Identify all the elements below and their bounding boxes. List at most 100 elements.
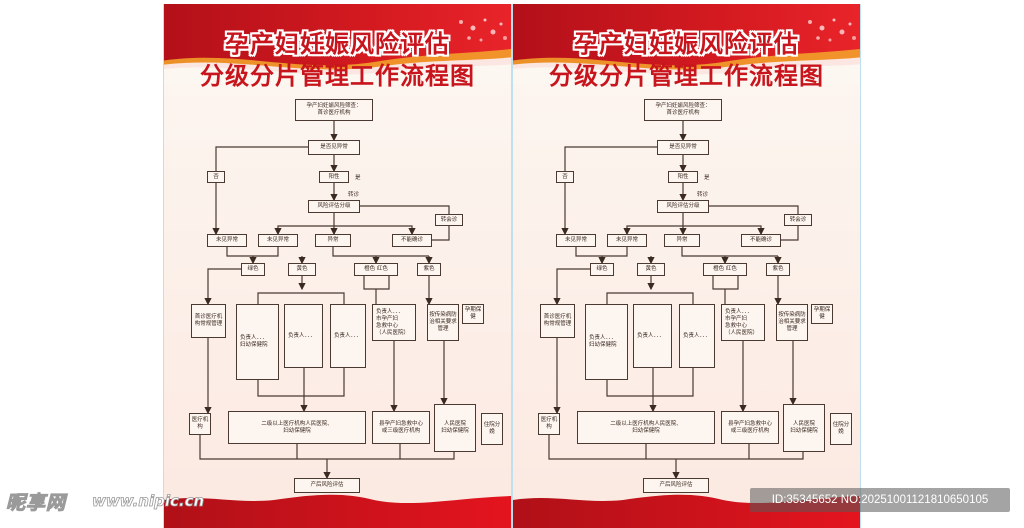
node-delivery-triage: 住院分娩 [481, 413, 503, 445]
node-secondary-hospitals: 二级以上医疗机构人民医院、 妇幼保健院 [577, 411, 715, 444]
node-resp-maternal: 负责人．．． 妇幼保健院 [585, 304, 628, 380]
node-screening: 孕产妇妊娠风险筛查： 首诊医疗机构 [295, 99, 373, 121]
node-postpartum: 产后风险评估 [294, 478, 360, 493]
node-people-hospital: 人民医院 妇幼保健院 [783, 404, 825, 452]
banner-wave [164, 49, 511, 84]
connector-18 [257, 292, 345, 304]
node-abnormal: 异常 [664, 234, 700, 247]
node-postpartum: 产后风险评估 [643, 478, 709, 493]
connector-23 [606, 368, 694, 397]
node-first-visit-mgmt: 首诊医疗机构常规管理 [540, 304, 575, 338]
connector-5 [709, 205, 799, 214]
connector-16 [204, 268, 241, 306]
connector-7 [623, 225, 683, 236]
connector-16 [553, 268, 590, 306]
node-green: 绿色 [241, 263, 265, 276]
node-resp-rescue: 负责人．．． 市孕产妇 急救中心 （人民医院） [721, 304, 765, 341]
node-orange-red: 橙色 红色 [354, 263, 398, 276]
node-resp-a: 负责人．．． [633, 304, 672, 368]
node-county-center: 县孕产妇急救中心 或三级医疗机构 [372, 411, 430, 444]
sparkle-dots [808, 18, 856, 42]
connector-12 [681, 247, 778, 257]
node-resp-b: 负责人．．． [330, 304, 366, 368]
label-yes: 是 [704, 175, 710, 181]
connector-19 [712, 276, 739, 290]
node-screening: 孕产妇妊娠风险筛查： 首诊医疗机构 [644, 99, 722, 121]
connector-10 [575, 247, 628, 257]
node-orange-red: 橙色 红色 [703, 263, 747, 276]
node-yellow: 黄色 [637, 263, 665, 276]
label-referral: 转诊 [697, 192, 709, 198]
connector-lines [548, 121, 804, 480]
node-not-abnormal-2: 未见异常 [258, 234, 298, 247]
node-purple: 紫色 [417, 263, 441, 276]
connector-lines [199, 121, 455, 480]
node-medical-org: 医疗机构 [189, 413, 211, 435]
watermark-url: www.nipic.cn [92, 492, 205, 511]
connector-9 [432, 226, 450, 241]
poster-left: 孕产妇妊娠风险评估 分级分片管理工作流程图 孕产妇妊娠风险筛查： 首诊医疗机构是… [163, 4, 512, 528]
node-abnormal: 异常 [315, 234, 351, 247]
node-resp-maternal: 负责人．．． 妇幼保健院 [236, 304, 279, 380]
flowchart: 孕产妇妊娠风险筛查： 首诊医疗机构是否见异常否 阳性风险评估分级转会诊未见异常未见… [164, 4, 511, 528]
node-abnormal-check: 是否见异常 [657, 140, 709, 155]
node-resp-rescue: 负责人．．． 市孕产妇 急救中心 （人民医院） [372, 304, 416, 341]
node-no: 否 [207, 171, 225, 183]
footer-wave [164, 494, 511, 528]
label-referral: 转诊 [348, 192, 360, 198]
node-people-hospital: 人民医院 妇幼保健院 [434, 404, 476, 452]
title-line-1: 孕产妇妊娠风险评估 [225, 30, 450, 58]
connector-7 [274, 225, 334, 236]
node-yellow: 黄色 [288, 263, 316, 276]
node-green: 绿色 [590, 263, 614, 276]
connector-9 [781, 226, 799, 241]
connector-10 [226, 247, 279, 257]
node-not-abnormal-1: 未见异常 [207, 234, 247, 247]
connector-8 [334, 225, 416, 236]
connector-1 [564, 146, 657, 171]
node-not-abnormal-2: 未见异常 [607, 234, 647, 247]
node-medical-org: 医疗机构 [538, 413, 560, 435]
connector-5 [360, 205, 450, 214]
label-yes: 是 [355, 175, 361, 181]
node-pregnancy-mgmt: 孕期保健 [462, 304, 484, 324]
connector-8 [683, 225, 765, 236]
node-risk-grading: 风险评估分级 [657, 200, 709, 213]
header-banner [164, 4, 511, 84]
node-purple: 紫色 [766, 263, 790, 276]
image-id-badge: ID:35345652 NO:20251001121810650105 [750, 488, 1010, 512]
node-secondary-hospitals: 二级以上医疗机构人民医院、 妇幼保健院 [228, 411, 366, 444]
node-undetermined: 不能确诊 [741, 234, 781, 247]
node-positive: 阳性 [319, 171, 349, 183]
node-consult: 转会诊 [784, 214, 812, 226]
connector-12 [332, 247, 429, 257]
node-not-abnormal-1: 未见异常 [556, 234, 596, 247]
connector-19 [363, 276, 390, 290]
title-line-2: 分级分片管理工作流程图 [549, 62, 824, 90]
node-abnormal-check: 是否见异常 [308, 140, 360, 155]
connector-23 [257, 368, 345, 397]
node-positive: 阳性 [668, 171, 698, 183]
node-infectious-mgmt: 按传染病防治相关要求管理 [776, 304, 808, 341]
node-first-visit-mgmt: 首诊医疗机构常规管理 [191, 304, 226, 338]
node-resp-a: 负责人．．． [284, 304, 323, 368]
connector-1 [215, 146, 308, 171]
title-line-2: 分级分片管理工作流程图 [200, 62, 475, 90]
node-undetermined: 不能确诊 [392, 234, 432, 247]
node-infectious-mgmt: 按传染病防治相关要求管理 [427, 304, 459, 341]
poster-right: 孕产妇妊娠风险评估 分级分片管理工作流程图 孕产妇妊娠风险筛查： 首诊医疗机构是… [512, 4, 861, 528]
node-risk-grading: 风险评估分级 [308, 200, 360, 213]
sparkle-dots [459, 18, 507, 42]
banner-wave [513, 49, 860, 84]
title-line-1: 孕产妇妊娠风险评估 [574, 30, 799, 58]
node-resp-b: 负责人．．． [679, 304, 715, 368]
connector-18 [606, 292, 694, 304]
watermark-logo: 昵享网 [5, 492, 67, 515]
node-delivery-triage: 住院分娩 [830, 413, 852, 445]
node-consult: 转会诊 [435, 214, 463, 226]
flowchart: 孕产妇妊娠风险筛查： 首诊医疗机构是否见异常否 阳性风险评估分级转会诊未见异常未见… [513, 4, 860, 528]
header-banner [513, 4, 860, 84]
node-no: 否 [556, 171, 574, 183]
node-county-center: 县孕产妇急救中心 或三级医疗机构 [721, 411, 779, 444]
node-pregnancy-mgmt: 孕期保健 [811, 304, 833, 324]
